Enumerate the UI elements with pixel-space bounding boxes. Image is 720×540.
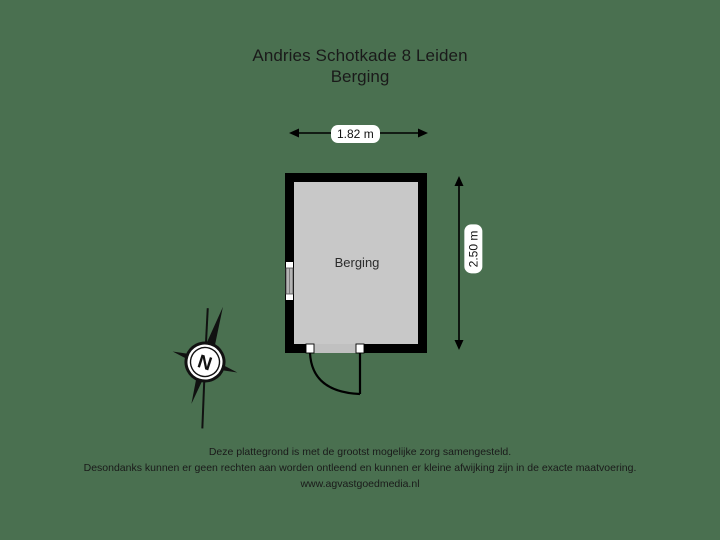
dimension-height-label: 2.50 m — [464, 224, 483, 274]
dimension-width-label: 1.82 m — [331, 125, 380, 143]
room-floor-berging — [294, 182, 418, 344]
door-bottom-wall — [305, 343, 365, 396]
compass-north-letter: N — [195, 351, 215, 375]
dimension-height — [454, 176, 464, 350]
footer-disclaimer: Deze plattegrond is met de grootst mogel… — [0, 444, 720, 492]
footer-line-2: Desondanks kunnen er geen rechten aan wo… — [83, 462, 637, 474]
footer-website-url: www.agvastgoedmedia.nl — [300, 478, 420, 490]
window-left-wall — [285, 261, 294, 301]
compass-rose: N — [172, 306, 238, 429]
footer-line-1: Deze plattegrond is met de grootst mogel… — [208, 446, 512, 458]
room-label-berging: Berging — [334, 255, 380, 270]
